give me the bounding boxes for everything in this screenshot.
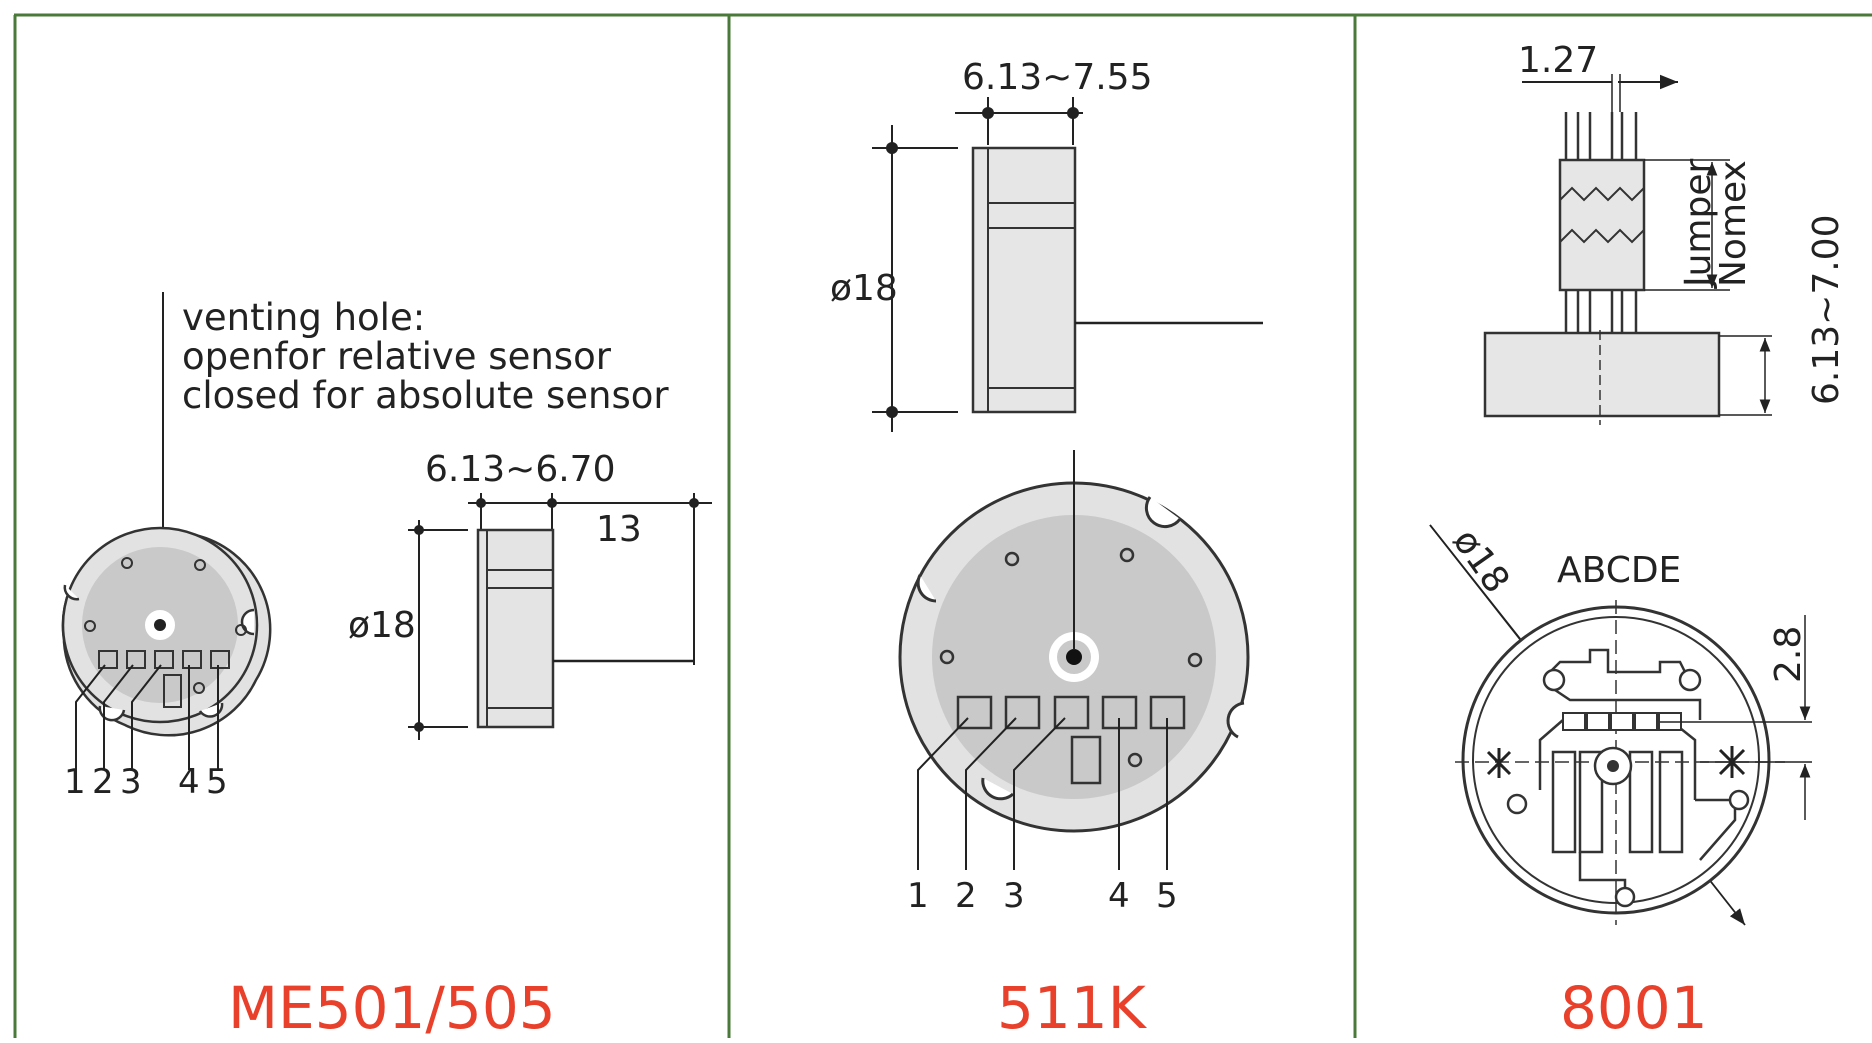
panel-frame: [13, 13, 1872, 1038]
pin-label-4: 4: [1108, 876, 1130, 916]
sensor-side-view: 1.27 Jumper Nomex: [1483, 40, 1847, 425]
pin-label-4: 4: [178, 762, 200, 802]
pin-label-3: 3: [120, 762, 142, 802]
model-label: ME501/505: [228, 974, 556, 1038]
sensor-side-view: 6.13~6.70 13 ø18: [348, 449, 712, 740]
pin-label-2: 2: [955, 876, 977, 916]
venting-note-line3: closed for absolute sensor: [182, 374, 669, 417]
dim-thickness: 6.13~6.70: [425, 449, 615, 490]
label-nomex: Nomex: [1713, 160, 1754, 287]
sensor-disc-top-view: 1 2 3 4 5: [61, 526, 272, 802]
model-label: 8001: [1560, 974, 1708, 1038]
sensor-side-view: 6.13~7.55 ø18: [830, 57, 1263, 432]
label-abcde: ABCDE: [1557, 550, 1681, 591]
model-label: 511K: [997, 974, 1148, 1038]
dim-height: 6.13~7.00: [1806, 215, 1847, 405]
sensor-disc-bottom-view: ABCDE ø18: [1429, 522, 1812, 926]
pin-label-3: 3: [1003, 876, 1025, 916]
venting-note-line2: openfor relative sensor: [182, 335, 612, 378]
pin-label-1: 1: [64, 762, 86, 802]
pin-label-1: 1: [907, 876, 929, 916]
dim-pin-pitch: 1.27: [1518, 40, 1598, 81]
venting-note-line1: venting hole:: [182, 296, 425, 339]
sensor-disc-top-view: 1 2 3 4 5: [898, 450, 1250, 916]
panel-8001: 1.27 Jumper Nomex: [1429, 40, 1847, 1042]
pin-label-2: 2: [92, 762, 114, 802]
dim-lead-length: 13: [596, 509, 642, 550]
dim-thickness: 6.13~7.55: [962, 57, 1152, 98]
label-jumper: Jumper: [1678, 158, 1719, 289]
dim-diameter: ø18: [348, 605, 416, 646]
pin-label-5: 5: [1156, 876, 1178, 916]
dim-diameter: ø18: [830, 268, 898, 309]
dim-offset: 2.8: [1768, 626, 1809, 683]
panel-511k: 6.13~7.55 ø18: [830, 57, 1263, 1042]
panel-me501: venting hole: openfor relative sensor cl…: [61, 292, 712, 1042]
pin-label-5: 5: [206, 762, 228, 802]
